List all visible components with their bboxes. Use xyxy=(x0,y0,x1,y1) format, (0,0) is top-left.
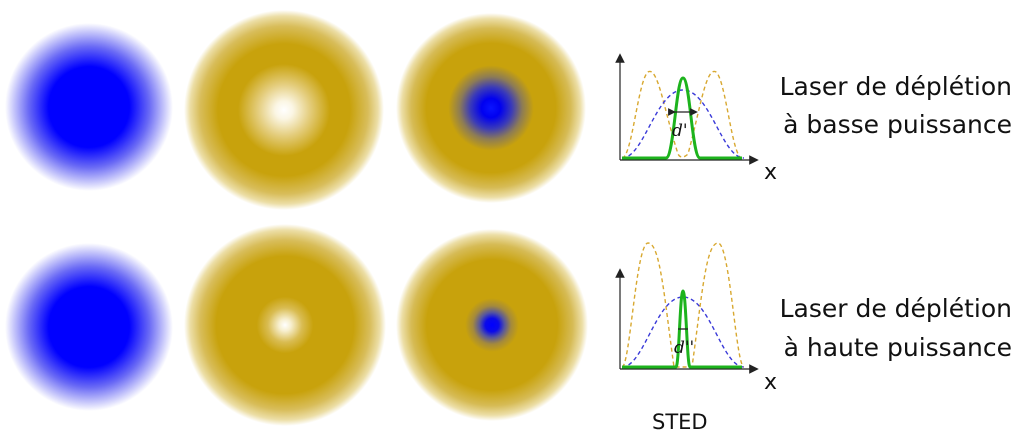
row-1-label-line-1: Laser de déplétion xyxy=(779,72,1012,101)
excitation-spot xyxy=(5,243,173,411)
row-1-label-line-2: à basse puissance xyxy=(783,110,1012,139)
depletion-profile-curve xyxy=(621,70,743,159)
depletion-donut-low-power xyxy=(184,10,384,210)
row-2-label-line-1: Laser de déplétion xyxy=(779,294,1012,323)
profile-plot-high-power: d'' xyxy=(615,242,759,374)
effective-spot-high-power xyxy=(396,226,588,424)
excitation-spot xyxy=(5,23,173,191)
depletion-profile-curve xyxy=(621,242,745,368)
excitation-profile-curve xyxy=(621,296,745,368)
effective-psf-curve xyxy=(622,76,742,160)
effective-psf-curve xyxy=(622,289,742,369)
width-label: d' xyxy=(672,121,688,141)
x-axis-label: x xyxy=(764,370,778,395)
depletion-donut-high-power xyxy=(184,224,386,426)
x-axis-label: x xyxy=(764,160,778,185)
width-label: d'' xyxy=(674,338,694,358)
profile-plot-low-power: d' xyxy=(615,53,759,165)
effective-spot-low-power xyxy=(396,10,586,206)
row-2-label-line-2: à haute puissance xyxy=(783,333,1012,362)
excitation-profile-curve xyxy=(621,89,745,159)
caption: STED xyxy=(652,410,708,434)
